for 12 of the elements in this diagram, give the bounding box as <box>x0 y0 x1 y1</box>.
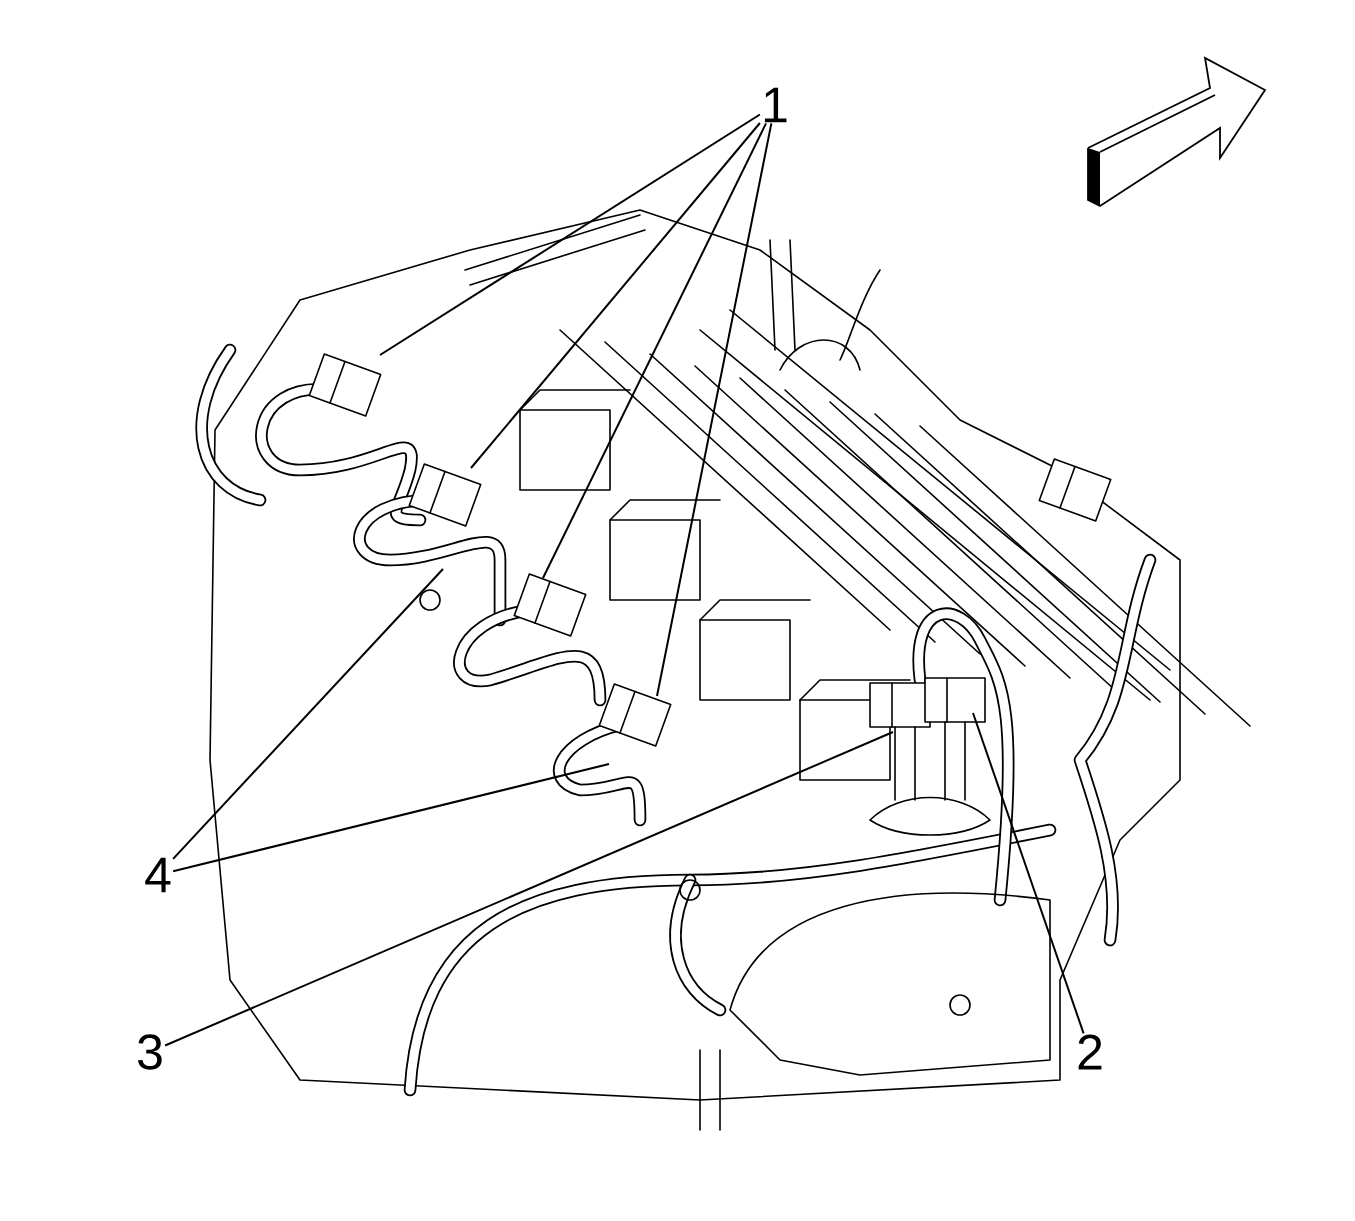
leader-line <box>379 113 761 356</box>
leader-line <box>542 122 767 579</box>
leader-line <box>172 763 610 873</box>
leader-line <box>656 122 773 697</box>
callout-number: 3 <box>138 1034 162 1070</box>
callout-number: 4 <box>145 857 171 893</box>
leader-line <box>164 731 894 1047</box>
callout-number: 2 <box>1078 1034 1102 1070</box>
leader-line <box>972 712 1085 1035</box>
callout-number: 1 <box>764 87 787 123</box>
leader-line <box>470 122 761 469</box>
leader-line <box>172 568 444 860</box>
